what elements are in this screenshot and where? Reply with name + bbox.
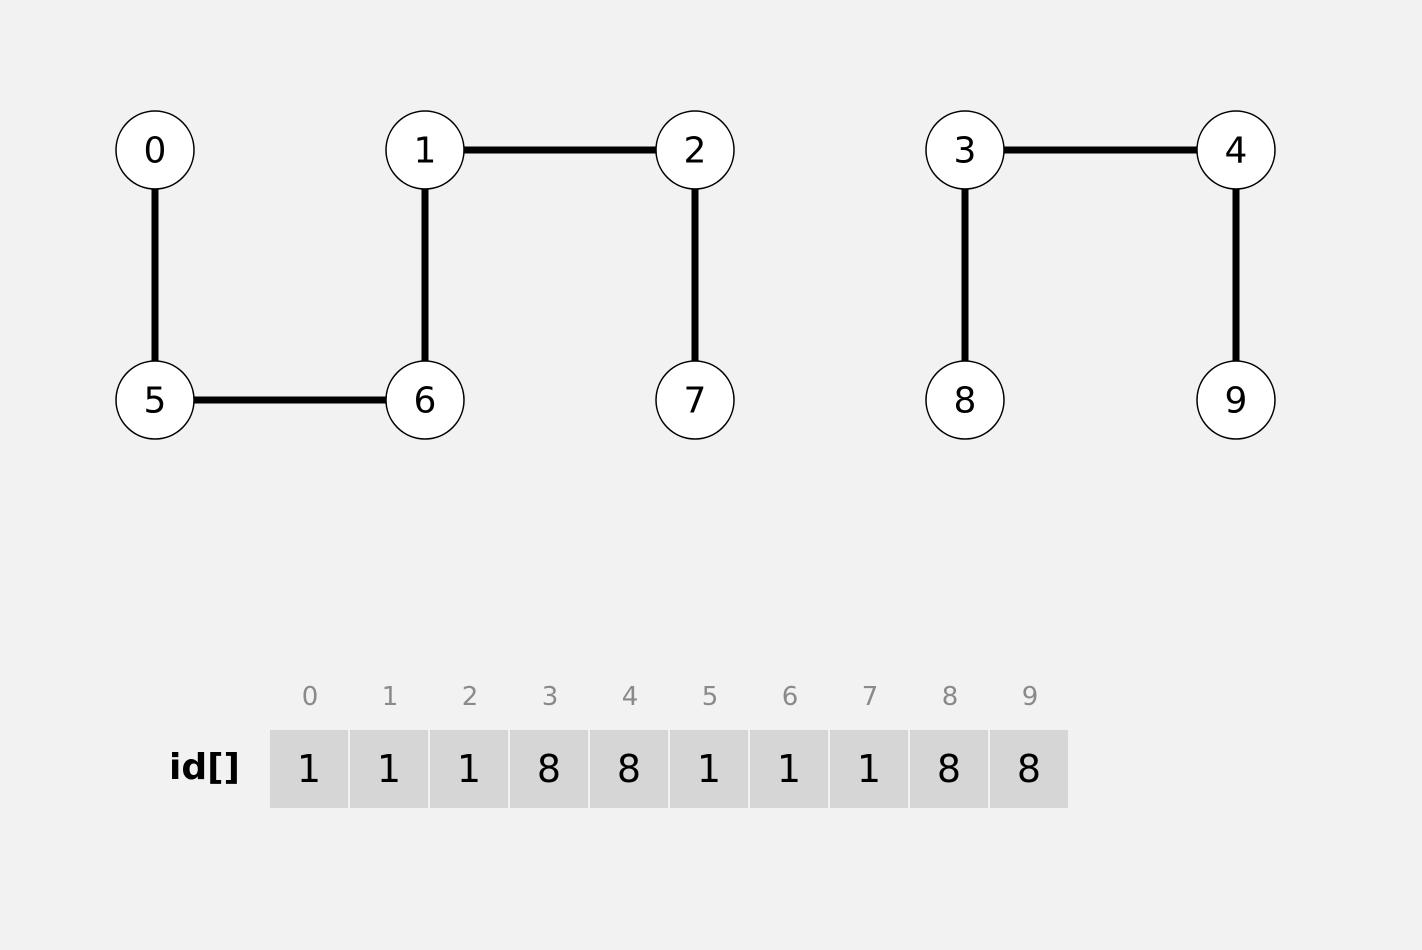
node-label: 2 — [684, 131, 707, 172]
node-label: 0 — [144, 131, 167, 172]
graph-node: 0 — [115, 110, 195, 190]
node-circle — [925, 110, 1005, 190]
array-cell: 8 — [510, 730, 588, 808]
graph-node: 1 — [385, 110, 465, 190]
node-circle — [1196, 110, 1276, 190]
node-circle — [115, 110, 195, 190]
graph-node: 6 — [385, 360, 465, 440]
node-label: 4 — [1225, 131, 1248, 172]
array-index: 1 — [381, 682, 399, 712]
graph-node: 2 — [655, 110, 735, 190]
node-circle — [385, 360, 465, 440]
array-index: 9 — [1021, 682, 1039, 712]
array-cell: 1 — [830, 730, 908, 808]
array-cell: 8 — [590, 730, 668, 808]
array-index: 0 — [301, 682, 319, 712]
graph-edges — [151, 146, 1240, 404]
array-index: 6 — [781, 682, 799, 712]
union-find-graph: 0 1 2 3 4 5 6 7 8 9 — [115, 110, 1276, 440]
array-label: id[] — [168, 747, 240, 788]
node-label: 3 — [954, 131, 977, 172]
graph-node: 9 — [1196, 360, 1276, 440]
array-cell: 1 — [270, 730, 348, 808]
graph-node: 5 — [115, 360, 195, 440]
node-label: 1 — [414, 131, 437, 172]
graph-nodes: 0 1 2 3 4 5 6 7 8 9 — [115, 110, 1276, 440]
id-array: 1 1 1 8 8 1 1 1 8 8 — [270, 730, 1070, 808]
array-cell: 8 — [990, 730, 1068, 808]
node-circle — [385, 110, 465, 190]
array-cell: 1 — [430, 730, 508, 808]
node-circle — [925, 360, 1005, 440]
node-label: 5 — [144, 381, 167, 422]
node-label: 7 — [684, 381, 707, 422]
array-cell: 1 — [750, 730, 828, 808]
node-circle — [115, 360, 195, 440]
node-circle — [1196, 360, 1276, 440]
node-label: 6 — [414, 381, 437, 422]
array-indices: 0 1 2 3 4 5 6 7 8 9 — [270, 682, 1070, 712]
node-label: 9 — [1225, 381, 1248, 422]
array-index: 5 — [701, 682, 719, 712]
array-index: 3 — [541, 682, 559, 712]
graph-node: 3 — [925, 110, 1005, 190]
array-index: 4 — [621, 682, 639, 712]
array-index: 2 — [461, 682, 479, 712]
graph-node: 8 — [925, 360, 1005, 440]
array-index: 7 — [861, 682, 879, 712]
node-circle — [655, 110, 735, 190]
graph-node: 4 — [1196, 110, 1276, 190]
node-circle — [655, 360, 735, 440]
array-cell: 1 — [670, 730, 748, 808]
array-cell: 1 — [350, 730, 428, 808]
graph-node: 7 — [655, 360, 735, 440]
array-cell: 8 — [910, 730, 988, 808]
array-index: 8 — [941, 682, 959, 712]
node-label: 8 — [954, 381, 977, 422]
